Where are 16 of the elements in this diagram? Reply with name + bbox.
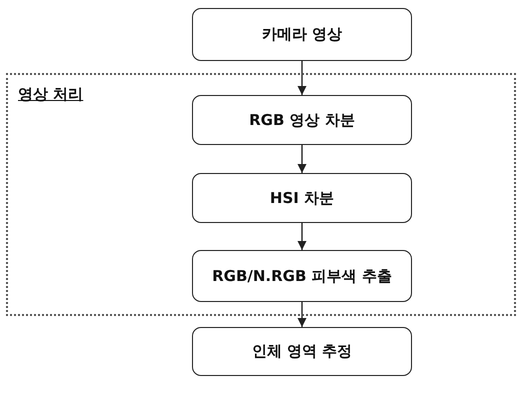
box-label: RGB/N.RGB 피부색 추출 <box>212 266 392 286</box>
process-box <box>192 327 412 376</box>
box-label: 인체 영역 추정 <box>252 342 352 361</box>
arrow <box>297 145 307 173</box>
box-label: HSI 차분 <box>270 188 334 208</box>
process-box <box>192 95 412 145</box>
box-label: RGB 영상 차분 <box>249 110 355 130</box>
arrow <box>297 302 307 327</box>
arrow <box>297 61 307 95</box>
process-box <box>192 173 412 223</box>
box-label: 카메라 영상 <box>262 25 342 44</box>
process-box <box>192 250 412 302</box>
group-frame <box>6 73 516 316</box>
process-box <box>192 8 412 61</box>
arrow <box>297 223 307 250</box>
group-title: 영상 처리 <box>18 85 84 104</box>
